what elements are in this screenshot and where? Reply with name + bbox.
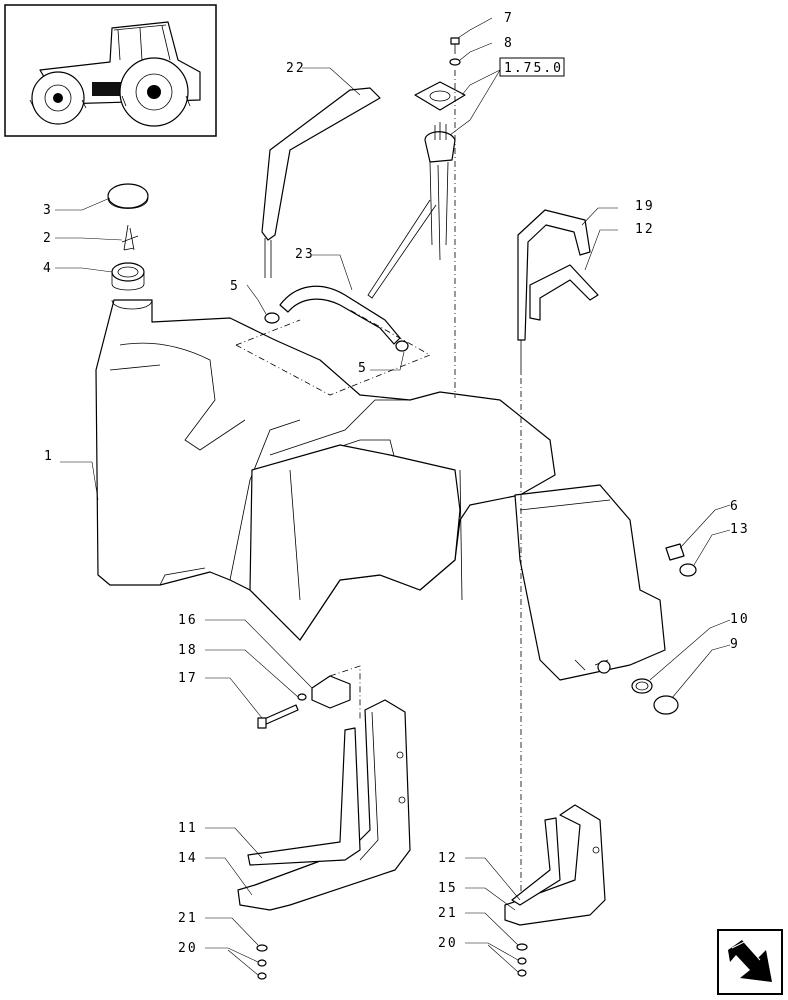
cap-9 [653, 695, 679, 715]
cap-13 [679, 563, 697, 577]
callout-1: 1 [44, 449, 54, 464]
bolt-17 [257, 704, 299, 729]
neck-seal [111, 262, 145, 291]
leader-lines [55, 17, 731, 976]
washer-20-right-a [517, 957, 527, 965]
washer-20-right-b [517, 969, 527, 977]
washer-21-left [256, 944, 268, 952]
callout-2: 2 [43, 231, 53, 246]
fuel-level-sender [367, 81, 466, 299]
callout-12-upper: 12 [635, 222, 655, 237]
callout-13: 13 [730, 522, 750, 537]
callout-4: 4 [43, 261, 53, 276]
callout-15: 15 [438, 881, 458, 896]
callout-6: 6 [730, 499, 740, 514]
hose-alignment-line [235, 309, 431, 396]
tractor-thumbnail-icon [4, 4, 217, 137]
callout-10: 10 [730, 612, 750, 627]
callout-23: 23 [295, 247, 315, 262]
pad-11 [247, 727, 361, 866]
callout-20-left: 20 [178, 941, 198, 956]
washer-8 [449, 58, 461, 66]
callout-18: 18 [178, 643, 198, 658]
strap-22 [261, 87, 381, 278]
callout-12-lower: 12 [438, 851, 458, 866]
reference-box[interactable]: 1.75.0 [499, 57, 565, 77]
callout-21-right: 21 [438, 906, 458, 921]
hose-clamp-10 [631, 678, 653, 694]
callout-14: 14 [178, 851, 198, 866]
hose-23 [264, 285, 409, 352]
callout-21-left: 21 [178, 911, 198, 926]
callout-3: 3 [43, 203, 53, 218]
support-bracket-15 [504, 804, 606, 926]
pad-12-bottom [511, 817, 561, 906]
hose-clamp-6 [665, 543, 685, 561]
callout-8: 8 [504, 36, 514, 51]
fuel-tank-main [95, 299, 666, 681]
bracket-19 [517, 209, 591, 375]
callout-22: 22 [286, 61, 306, 76]
callout-19: 19 [635, 199, 655, 214]
next-page-arrow-icon[interactable] [717, 929, 783, 995]
washer-20-left-b [257, 972, 267, 980]
washer-20-left-a [257, 959, 267, 967]
bolt-7 [450, 37, 460, 54]
washer-18 [297, 693, 307, 701]
pad-12-top [529, 264, 599, 321]
reference-box-label[interactable]: 1.75.0 [504, 61, 563, 76]
washer-21-right [516, 943, 528, 951]
bracket-16-guide [329, 665, 361, 720]
callout-20-right: 20 [438, 936, 458, 951]
callout-11: 11 [178, 821, 198, 836]
bracket-16 [311, 675, 351, 709]
callout-5-lower: 5 [358, 361, 368, 376]
strainer-clip [121, 224, 139, 251]
callout-5-upper: 5 [230, 279, 240, 294]
callout-16: 16 [178, 613, 198, 628]
callout-7: 7 [504, 11, 514, 26]
callout-9: 9 [730, 637, 740, 652]
support-bracket-14 [237, 699, 411, 911]
callout-17: 17 [178, 671, 198, 686]
filler-cap [107, 183, 149, 209]
